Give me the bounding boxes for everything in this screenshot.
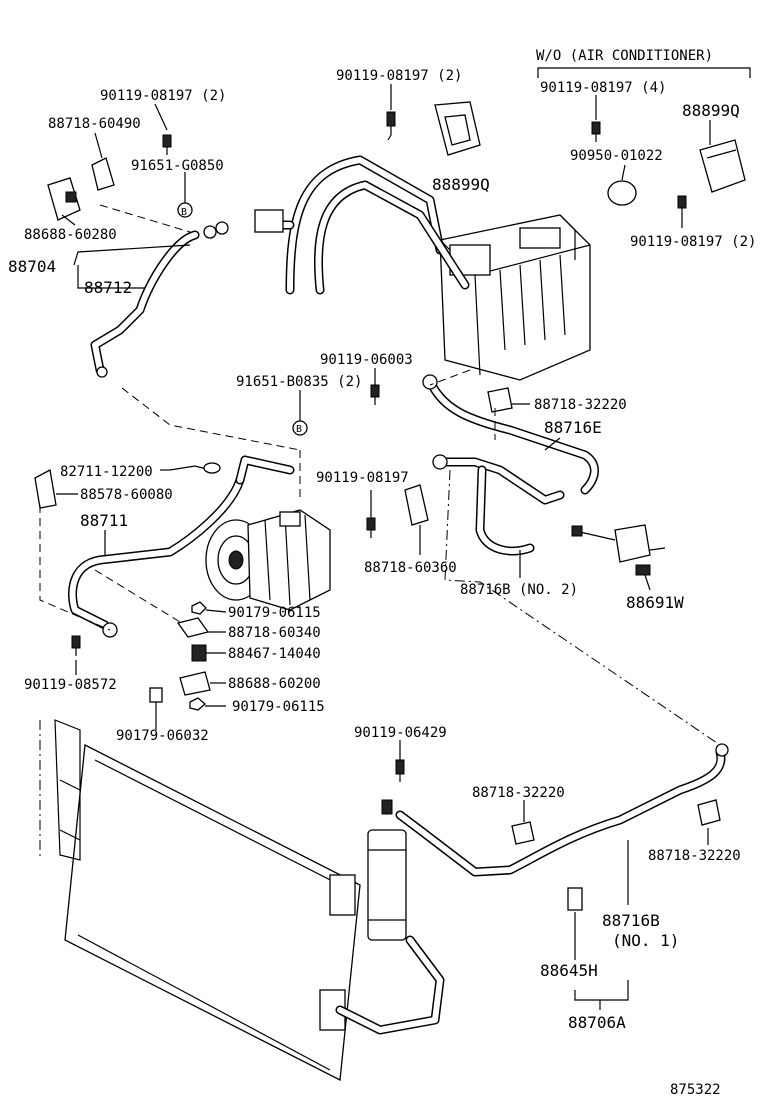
clamp-88718-32220-mid <box>511 821 535 845</box>
part-labels: 90119-08197 (2) 88718-60490 91651-G0850 … <box>8 68 756 1098</box>
cap-88578-60080 <box>34 469 57 509</box>
label-88688-60280: 88688-60280 <box>24 227 117 243</box>
label-90119-08197-4: 90119-08197 (4) <box>540 80 666 96</box>
pipe-bracket-top <box>254 209 284 233</box>
suction-hose-88711 <box>68 455 295 638</box>
compressor <box>205 509 331 611</box>
label-90119-08197-2-top: 90119-08197 (2) <box>336 68 462 84</box>
bracket-88718-60340 <box>176 617 210 638</box>
pipe-88716b-no2 <box>432 454 565 556</box>
label-90119-06429: 90119-06429 <box>354 725 447 741</box>
figure-number: 875322 <box>670 1082 721 1098</box>
svg-text:B: B <box>296 424 302 435</box>
label-91651-g0850: 91651-G0850 <box>131 158 224 174</box>
nut-90179-06032 <box>149 687 163 703</box>
label-88716b-no1-sub: (NO. 1) <box>612 931 679 950</box>
label-90179-06115-b: 90179-06115 <box>232 699 325 715</box>
label-88691w: 88691W <box>626 593 684 612</box>
marker-b-middle: B <box>292 395 308 436</box>
plug-90950-01022 <box>607 180 637 206</box>
label-90119-08572: 90119-08572 <box>24 677 117 693</box>
label-88712: 88712 <box>84 278 132 297</box>
label-90950-01022: 90950-01022 <box>570 148 663 164</box>
bracket-88688-60200 <box>179 671 211 696</box>
evaporator-unit <box>439 214 591 381</box>
label-90179-06032: 90179-06032 <box>116 728 209 744</box>
svg-text:B: B <box>181 207 187 218</box>
clamp-88718-60490 <box>91 157 115 191</box>
bolt-90119-06429 <box>395 759 405 782</box>
pressure-switch-88645h <box>567 887 583 911</box>
label-88718-60360: 88718-60360 <box>364 560 457 576</box>
label-88467-14040: 88467-14040 <box>228 646 321 662</box>
evaporator-pipes <box>260 155 470 295</box>
label-88718-60490: 88718-60490 <box>48 116 141 132</box>
bolt-90119-06003 <box>370 384 380 405</box>
gasket-88899q-center <box>434 101 481 156</box>
label-88711: 88711 <box>80 511 128 530</box>
label-88718-32220-c: 88718-32220 <box>648 848 741 864</box>
bolt-90119-08197-left <box>162 134 172 155</box>
marker-b-top: B <box>177 180 193 218</box>
label-88716e: 88716E <box>544 418 602 437</box>
nut-90179-06115-b <box>189 697 206 711</box>
label-88718-60340: 88718-60340 <box>228 625 321 641</box>
label-88578-60080: 88578-60080 <box>80 487 173 503</box>
condenser <box>54 719 361 1082</box>
label-88718-32220-b: 88718-32220 <box>472 785 565 801</box>
label-88704: 88704 <box>8 257 56 276</box>
label-88899q-right: 88899Q <box>682 101 740 120</box>
receiver-dryer <box>367 799 407 941</box>
bolt-90119-08572 <box>71 635 81 656</box>
label-91651-b0835: 91651-B0835 (2) <box>236 374 362 390</box>
bolt-wo-top <box>591 121 601 142</box>
pipe-88716e <box>422 374 599 495</box>
bolt-top-center <box>386 111 396 141</box>
label-90119-08197-2-left: 90119-08197 (2) <box>100 88 226 104</box>
label-88706a: 88706A <box>568 1013 626 1032</box>
label-90119-08197-2-right: 90119-08197 (2) <box>630 234 756 250</box>
label-88899q-center: 88899Q <box>432 175 490 194</box>
leader-lines <box>56 84 711 1010</box>
section-bracket <box>537 67 751 78</box>
label-82711-12200: 82711-12200 <box>60 464 153 480</box>
label-88688-60200: 88688-60200 <box>228 676 321 692</box>
bolt-wo-bottom <box>677 195 687 215</box>
wire-82711-12200 <box>169 462 221 474</box>
liquid-pipe-88716b-no1 <box>335 743 729 1035</box>
section-title: W/O (AIR CONDITIONER) <box>536 48 713 64</box>
bolt-90119-08197-mid <box>366 517 376 538</box>
label-88718-32220-a: 88718-32220 <box>534 397 627 413</box>
wo-section-header: W/O (AIR CONDITIONER) <box>536 48 751 78</box>
nut-90179-06115-a <box>191 601 207 615</box>
label-90119-08197-mid: 90119-08197 <box>316 470 409 486</box>
label-88716b-no1: 88716B <box>602 911 660 930</box>
label-90119-06003: 90119-06003 <box>320 352 413 368</box>
bracket-88688-60280 <box>47 177 81 221</box>
clamp-88718-60360 <box>404 484 429 526</box>
expansion-valve-88691w <box>571 524 666 576</box>
cover-88899q-right <box>699 139 746 193</box>
label-88645h: 88645H <box>540 961 598 980</box>
clamp-88718-32220-top <box>487 387 513 413</box>
discharge-hose <box>90 221 229 378</box>
switch-88467-14040 <box>191 644 207 662</box>
clamp-88718-32220-right <box>697 799 721 826</box>
label-88716b-no2: 88716B (NO. 2) <box>460 582 578 598</box>
label-90179-06115-a: 90179-06115 <box>228 605 321 621</box>
